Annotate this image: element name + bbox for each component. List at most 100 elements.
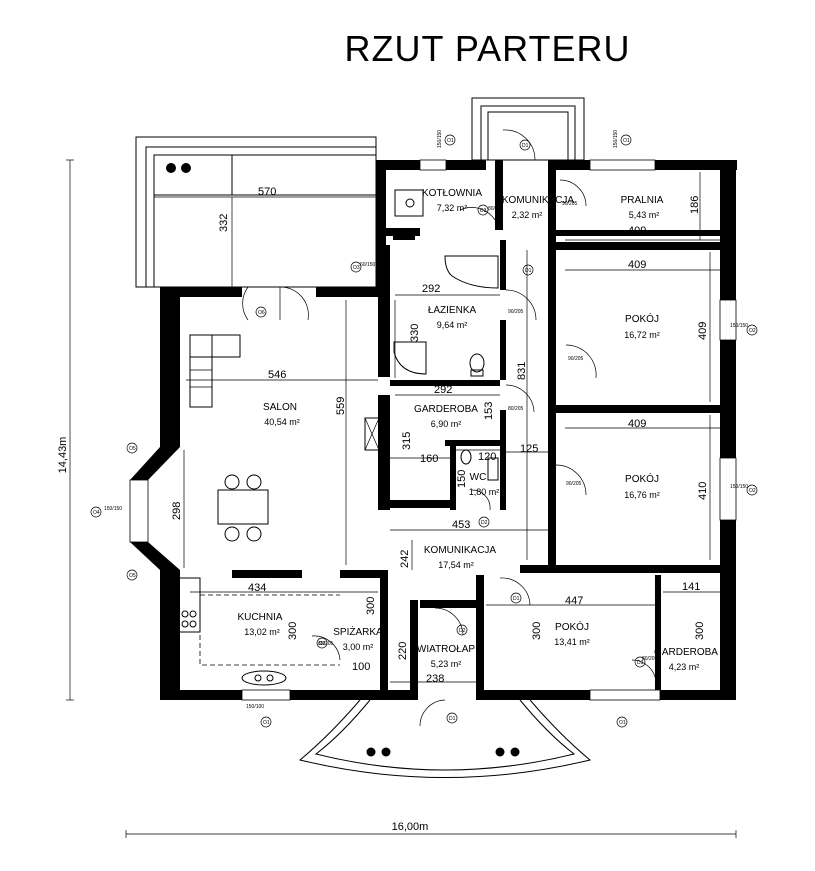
opening-size-notes: 150/150 150/150 60/150 150/150 150/150 1… xyxy=(104,130,748,710)
room-name-kuchnia: KUCHNIA xyxy=(237,612,282,623)
svg-text:O1: O1 xyxy=(623,138,630,144)
svg-text:O2: O2 xyxy=(749,488,756,494)
windows xyxy=(129,159,737,701)
kitchen-counter xyxy=(199,594,340,666)
dimension-lines xyxy=(66,159,737,838)
dim-wc-h: 150 xyxy=(456,470,468,488)
room-area-lazienka: 9,64 m² xyxy=(437,320,468,330)
stove xyxy=(177,577,201,633)
room-area-komunikacja1: 2,32 m² xyxy=(512,210,543,220)
dim-garderoba2-w: 141 xyxy=(682,581,700,593)
dim-spizarka-h: 300 xyxy=(365,597,377,615)
svg-text:80/205: 80/205 xyxy=(318,641,334,647)
dim-salon-w: 546 xyxy=(268,369,286,381)
svg-text:60/150: 60/150 xyxy=(360,262,376,268)
svg-text:80/205: 80/205 xyxy=(642,656,658,662)
dim-salon-h: 559 xyxy=(335,397,347,415)
dim-corridor2-h: 242 xyxy=(399,550,411,568)
dim-wiatrolap-w: 238 xyxy=(426,673,444,685)
dim-lazienka-w: 292 xyxy=(422,283,440,295)
svg-text:D2: D2 xyxy=(459,628,466,634)
room-area-komunikacja2: 17,54 m² xyxy=(438,560,474,570)
toilet-icon xyxy=(469,353,485,373)
terrace xyxy=(135,136,377,288)
dim-terrace-h: 332 xyxy=(218,214,230,232)
dim-wc-w1: 160 xyxy=(420,453,438,465)
svg-text:D3: D3 xyxy=(319,641,326,647)
svg-text:O2: O2 xyxy=(749,328,756,334)
room-name-lazienka: ŁAZIENKA xyxy=(428,305,477,316)
svg-text:O3: O3 xyxy=(353,265,360,271)
sink xyxy=(241,670,287,686)
room-dimensions: 570 332 292 330 546 559 298 292 153 315 … xyxy=(171,186,709,685)
svg-text:90/205: 90/205 xyxy=(568,356,584,362)
room-labels: KOTŁOWNIA 7,32 m² KOMUNIKACJA 2,32 m² PR… xyxy=(237,188,718,672)
dim-pokoj1-w: 409 xyxy=(628,259,646,271)
svg-text:O6: O6 xyxy=(258,310,265,316)
dim-pokoj3-w: 447 xyxy=(565,595,583,607)
room-name-komunikacja1: KOMUNIKACJA xyxy=(502,195,575,206)
dim-wiatrolap-h: 220 xyxy=(397,642,409,660)
dim-corridor-w: 125 xyxy=(520,443,538,455)
room-name-pokoj1: POKÓJ xyxy=(625,312,659,325)
dim-terrace-w: 570 xyxy=(258,186,276,198)
svg-text:O5: O5 xyxy=(129,573,136,579)
dim-pokoj2-w: 409 xyxy=(628,418,646,430)
svg-text:D3: D3 xyxy=(480,208,487,214)
dim-pralnia-h: 186 xyxy=(689,196,701,214)
dim-pokoj3-h: 300 xyxy=(531,622,543,640)
svg-text:O1: O1 xyxy=(263,720,270,726)
opening-tags: O1 O1 D1 O3 O2 O2 O4 O5 O5 O1 O1 D1 O6 D… xyxy=(90,134,758,728)
room-area-pokoj3: 13,41 m² xyxy=(554,637,590,647)
dim-corridor2-w: 453 xyxy=(452,519,470,531)
exterior-walls xyxy=(130,160,737,700)
svg-text:D2: D2 xyxy=(481,520,488,526)
room-area-spizarka: 3,00 m² xyxy=(343,642,374,652)
dim-garderoba-h2: 315 xyxy=(401,432,413,450)
room-name-garderoba1: GARDEROBA xyxy=(414,404,478,415)
room-name-kotlownia: KOTŁOWNIA xyxy=(422,188,482,199)
svg-text:150/100: 150/100 xyxy=(246,704,264,710)
svg-text:O5: O5 xyxy=(129,446,136,452)
svg-text:90/205: 90/205 xyxy=(562,201,578,207)
furniture xyxy=(177,189,499,686)
dim-wc-w2: 120 xyxy=(478,451,496,463)
svg-text:D1: D1 xyxy=(525,268,532,274)
dim-garderoba2-h: 300 xyxy=(694,622,706,640)
interior-walls xyxy=(232,160,720,700)
room-name-pralnia: PRALNIA xyxy=(621,195,664,206)
dim-pokoj2-h: 410 xyxy=(697,482,709,500)
room-area-wiatrolap: 5,23 m² xyxy=(431,659,462,669)
room-name-pokoj3: POKÓJ xyxy=(555,620,589,633)
dim-kuchnia-w: 434 xyxy=(248,582,266,594)
room-area-kotlownia: 7,32 m² xyxy=(437,203,468,213)
room-name-garderoba2: GARDEROBA xyxy=(654,647,718,658)
room-area-pokoj1: 16,72 m² xyxy=(624,330,660,340)
dim-pralnia-w: 409 xyxy=(628,225,646,237)
dining-table xyxy=(217,489,269,525)
dim-pokoj1-h: 409 xyxy=(697,322,709,340)
room-area-kuchnia: 13,02 m² xyxy=(244,627,280,637)
boiler xyxy=(394,189,424,217)
svg-text:150/150: 150/150 xyxy=(730,323,748,329)
svg-text:D1: D1 xyxy=(513,596,520,602)
svg-text:D1: D1 xyxy=(449,716,456,722)
dim-salon-bay: 298 xyxy=(171,502,183,520)
tag-door: D1 xyxy=(522,143,529,149)
front-porch xyxy=(298,699,592,778)
bathtub xyxy=(444,255,499,289)
dim-garderoba-h: 153 xyxy=(483,402,495,420)
svg-text:D3: D3 xyxy=(637,660,644,666)
room-name-wiatrolap: WIATROŁAP xyxy=(417,644,475,655)
tag-window: O1 xyxy=(447,138,454,144)
dim-lazienka-h: 330 xyxy=(409,324,421,342)
room-area-pokoj2: 16,76 m² xyxy=(624,490,660,500)
dim-kuchnia-h: 300 xyxy=(287,622,299,640)
doors xyxy=(242,129,657,727)
svg-text:150/150: 150/150 xyxy=(613,130,619,148)
dim-corridor-h: 831 xyxy=(516,362,528,380)
back-porch xyxy=(471,97,585,161)
room-area-pralnia: 5,43 m² xyxy=(629,210,660,220)
room-name-salon: SALON xyxy=(263,402,297,413)
room-name-komunikacja2: KOMUNIKACJA xyxy=(424,545,497,556)
